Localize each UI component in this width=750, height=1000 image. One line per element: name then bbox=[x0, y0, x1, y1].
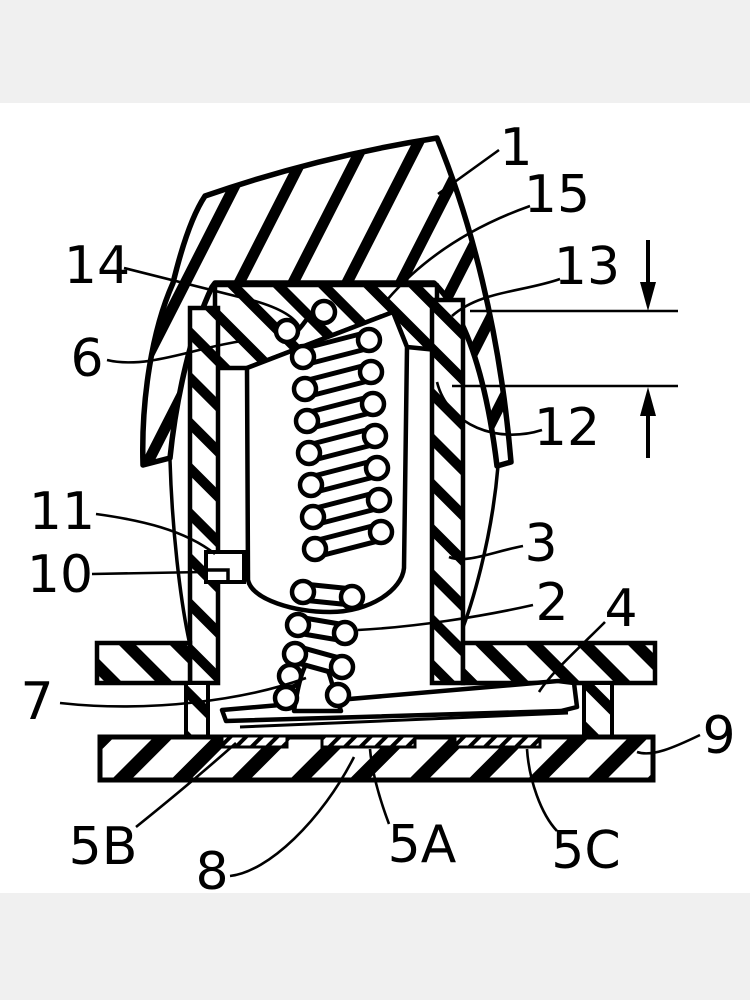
leader-1 bbox=[437, 148, 500, 196]
ref-label-2: 2 bbox=[535, 573, 568, 633]
leader-7 bbox=[59, 676, 307, 708]
reference-labels: 1 15 13 12 14 6 11 10 3 2 4 7 9 5B 8 5A … bbox=[20, 118, 735, 902]
ref-label-15: 15 bbox=[524, 165, 590, 225]
leader-3 bbox=[448, 544, 524, 561]
leader-lines bbox=[59, 148, 701, 878]
letterbox-top bbox=[0, 0, 750, 103]
ref-label-5A: 5A bbox=[388, 815, 457, 875]
leader-5B bbox=[135, 742, 237, 829]
ref-label-9: 9 bbox=[702, 706, 735, 766]
ref-label-4: 4 bbox=[604, 579, 637, 639]
ref-label-10: 10 bbox=[27, 545, 93, 605]
leader-9 bbox=[636, 733, 701, 755]
ref-label-1: 1 bbox=[499, 118, 532, 178]
latch-detail bbox=[204, 550, 246, 584]
ref-label-6: 6 bbox=[70, 329, 103, 389]
left-lower-post bbox=[184, 681, 210, 739]
contact-plate-5A bbox=[320, 734, 417, 749]
leader-8 bbox=[229, 756, 356, 878]
leader-15 bbox=[386, 204, 531, 301]
ref-label-5C: 5C bbox=[551, 821, 620, 881]
ref-label-11: 11 bbox=[29, 482, 95, 542]
housing-right-flange bbox=[460, 640, 658, 686]
leader-14 bbox=[123, 266, 302, 329]
base-plate-part bbox=[97, 734, 656, 783]
ref-label-3: 3 bbox=[524, 514, 557, 574]
leader-13 bbox=[451, 277, 561, 317]
leader-6 bbox=[106, 339, 244, 364]
dimension-annotations bbox=[452, 240, 678, 458]
letterbox-bottom bbox=[0, 893, 750, 1000]
leader-5A bbox=[368, 748, 391, 825]
ref-label-14: 14 bbox=[64, 236, 130, 296]
ref-label-12: 12 bbox=[534, 398, 600, 458]
housing-left-wall bbox=[187, 305, 221, 686]
up-arrow bbox=[640, 387, 656, 458]
ref-label-7: 7 bbox=[20, 672, 53, 732]
spring-wire-sections bbox=[272, 298, 395, 712]
leader-12 bbox=[435, 381, 543, 436]
ref-label-8: 8 bbox=[195, 842, 228, 902]
down-arrow bbox=[640, 240, 656, 311]
housing-left-flange bbox=[94, 640, 193, 686]
contact-plate-5B bbox=[220, 734, 289, 749]
leader-10 bbox=[91, 570, 205, 576]
contact-plate-5C bbox=[453, 734, 542, 749]
ref-label-13: 13 bbox=[554, 237, 620, 297]
blade-shadow-line bbox=[239, 711, 569, 729]
right-lower-post bbox=[582, 681, 614, 739]
leader-4 bbox=[537, 621, 606, 693]
leader-2 bbox=[357, 603, 534, 632]
left-skirt-gap-line bbox=[168, 459, 192, 646]
leader-11 bbox=[95, 512, 216, 556]
housing-right-wall bbox=[429, 297, 466, 686]
leader-5C bbox=[525, 748, 558, 832]
coil-spring bbox=[272, 298, 395, 712]
ref-label-5B: 5B bbox=[69, 817, 138, 877]
